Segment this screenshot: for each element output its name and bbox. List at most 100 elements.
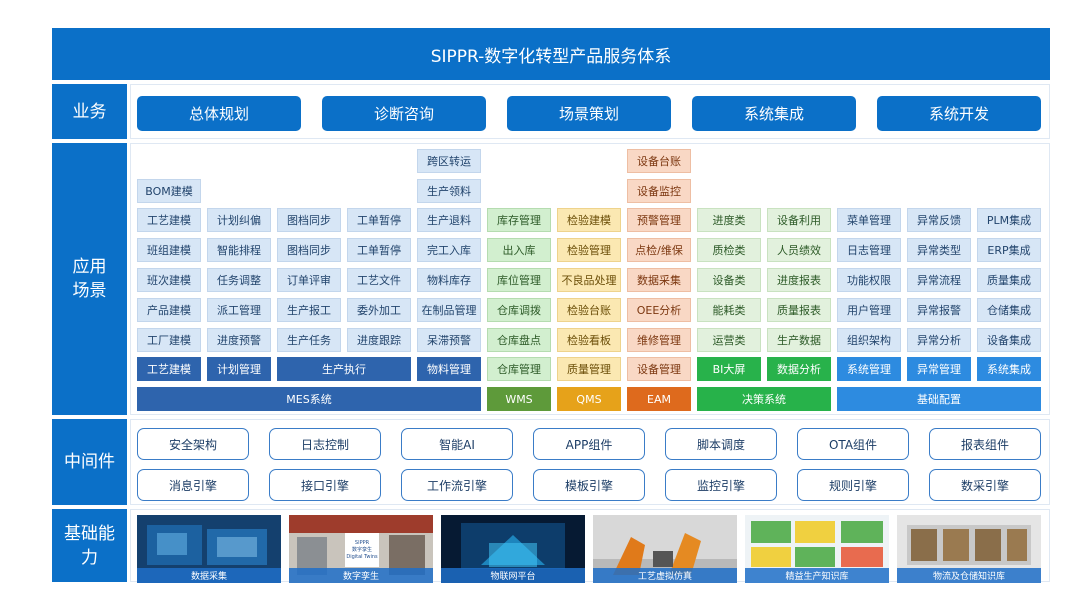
section-label-foundation: 基础能 力 (52, 509, 127, 582)
scenario-cell: 订单评审 (277, 268, 341, 292)
base-module: 系统集成 (977, 357, 1041, 381)
scenario-cell: 组织架构 (837, 328, 901, 352)
scenario-cell: 异常分析 (907, 328, 971, 352)
scenario-cell: 设备利用 (767, 208, 831, 232)
decision-module: BI大屏 (697, 357, 761, 381)
scenario-cell: 进度报表 (767, 268, 831, 292)
scenario-cell: 仓库调拨 (487, 298, 551, 322)
scenario-cell: 生产数据 (767, 328, 831, 352)
scenario-cell: 仓储集成 (977, 298, 1041, 322)
base-system-bar: 基础配置 (837, 387, 1041, 411)
mes-module: 计划管理 (207, 357, 271, 381)
middleware-component: 数采引擎 (929, 469, 1041, 501)
business-button[interactable]: 诊断咨询 (322, 96, 486, 131)
mes-module: 物料管理 (417, 357, 481, 381)
scenario-cell: 跨区转运 (417, 149, 481, 173)
scenario-cell: OEE分析 (627, 298, 691, 322)
scenario-cell: 异常类型 (907, 238, 971, 262)
scenario-cell: 库存管理 (487, 208, 551, 232)
scenario-cell: 进度类 (697, 208, 761, 232)
section-label-app-line1: 应用 (73, 255, 107, 279)
foundation-caption: 数据采集 (137, 568, 281, 583)
section-label-foundation-line1: 基础能 (64, 522, 115, 546)
middleware-component: 消息引擎 (137, 469, 249, 501)
middleware-component: 工作流引擎 (401, 469, 513, 501)
middleware-component: OTA组件 (797, 428, 909, 460)
scenario-cell: 生产报工 (277, 298, 341, 322)
page-title: SIPPR-数字化转型产品服务体系 (52, 28, 1050, 80)
scenario-cell: 进度预警 (207, 328, 271, 352)
mes-module: 工艺建模 (137, 357, 201, 381)
scenario-cell: 异常报警 (907, 298, 971, 322)
digital-twin-logo-text: SIPPR (355, 540, 369, 547)
scenario-cell: 库位管理 (487, 268, 551, 292)
business-button[interactable]: 系统开发 (877, 96, 1041, 131)
section-label-business-text: 业务 (73, 100, 107, 124)
scenario-cell: 仓库盘点 (487, 328, 551, 352)
scenario-cell: 不良品处理 (557, 268, 621, 292)
scenario-cell: BOM建模 (137, 179, 201, 203)
scenario-cell: 用户管理 (837, 298, 901, 322)
scenario-cell: 功能权限 (837, 268, 901, 292)
decision-system-bar: 决策系统 (697, 387, 831, 411)
scenario-cell: 智能排程 (207, 238, 271, 262)
foundation-tile: 物联网平台 (441, 515, 585, 583)
mes-system-bar: MES系统 (137, 387, 481, 411)
foundation-caption: 工艺虚拟仿真 (593, 568, 737, 583)
middleware-component: 模板引擎 (533, 469, 645, 501)
middleware-component: 日志控制 (269, 428, 381, 460)
scenario-cell: 工艺建模 (137, 208, 201, 232)
scenario-cell: 完工入库 (417, 238, 481, 262)
scenario-cell: 呆滞预警 (417, 328, 481, 352)
scenario-cell: 能耗类 (697, 298, 761, 322)
scenario-cell: 检验管理 (557, 238, 621, 262)
scenario-cell: 计划纠偏 (207, 208, 271, 232)
scenario-cell: 设备集成 (977, 328, 1041, 352)
business-button[interactable]: 系统集成 (692, 96, 856, 131)
eam-system-bar: EAM (627, 387, 691, 411)
business-button[interactable]: 总体规划 (137, 96, 301, 131)
scenario-cell: 菜单管理 (837, 208, 901, 232)
scenario-cell: 设备类 (697, 268, 761, 292)
wms-system-bar: WMS (487, 387, 551, 411)
foundation-caption: 物联网平台 (441, 568, 585, 583)
section-label-business: 业务 (52, 84, 127, 139)
foundation-caption: 物流及仓储知识库 (897, 568, 1041, 583)
section-label-foundation-line2: 力 (81, 546, 98, 570)
scenario-cell: 工厂建模 (137, 328, 201, 352)
scenario-cell: 进度跟踪 (347, 328, 411, 352)
section-label-middleware-text: 中间件 (64, 450, 115, 474)
middleware-component: 规则引擎 (797, 469, 909, 501)
scenario-cell: 点检/维保 (627, 238, 691, 262)
scenario-cell: 班次建模 (137, 268, 201, 292)
scenario-cell: 检验建模 (557, 208, 621, 232)
base-module: 系统管理 (837, 357, 901, 381)
middleware-component: 脚本调度 (665, 428, 777, 460)
decision-module: 数据分析 (767, 357, 831, 381)
scenario-cell: 生产任务 (277, 328, 341, 352)
scenario-cell: 产品建模 (137, 298, 201, 322)
scenario-cell: 生产领料 (417, 179, 481, 203)
scenario-cell: 检验看板 (557, 328, 621, 352)
middleware-component: 安全架构 (137, 428, 249, 460)
scenario-cell: 任务调整 (207, 268, 271, 292)
scenario-cell: 图档同步 (277, 208, 341, 232)
scenario-cell: 在制品管理 (417, 298, 481, 322)
foundation-tile: 数据采集 (137, 515, 281, 583)
scenario-cell: 数据采集 (627, 268, 691, 292)
qms-module: 质量管理 (557, 357, 621, 381)
business-button[interactable]: 场景策划 (507, 96, 671, 131)
middleware-component: APP组件 (533, 428, 645, 460)
middleware-component: 监控引擎 (665, 469, 777, 501)
base-module: 异常管理 (907, 357, 971, 381)
scenario-cell: 维修管理 (627, 328, 691, 352)
scenario-cell: 设备监控 (627, 179, 691, 203)
business-panel: 总体规划诊断咨询场景策划系统集成系统开发 (130, 84, 1050, 139)
foundation-caption: 数字孪生 (289, 568, 433, 583)
scenario-cell: 人员绩效 (767, 238, 831, 262)
mes-module: 生产执行 (277, 357, 411, 381)
digital-twin-logo-text: Digital Twins (346, 554, 377, 561)
scenario-cell: 异常流程 (907, 268, 971, 292)
